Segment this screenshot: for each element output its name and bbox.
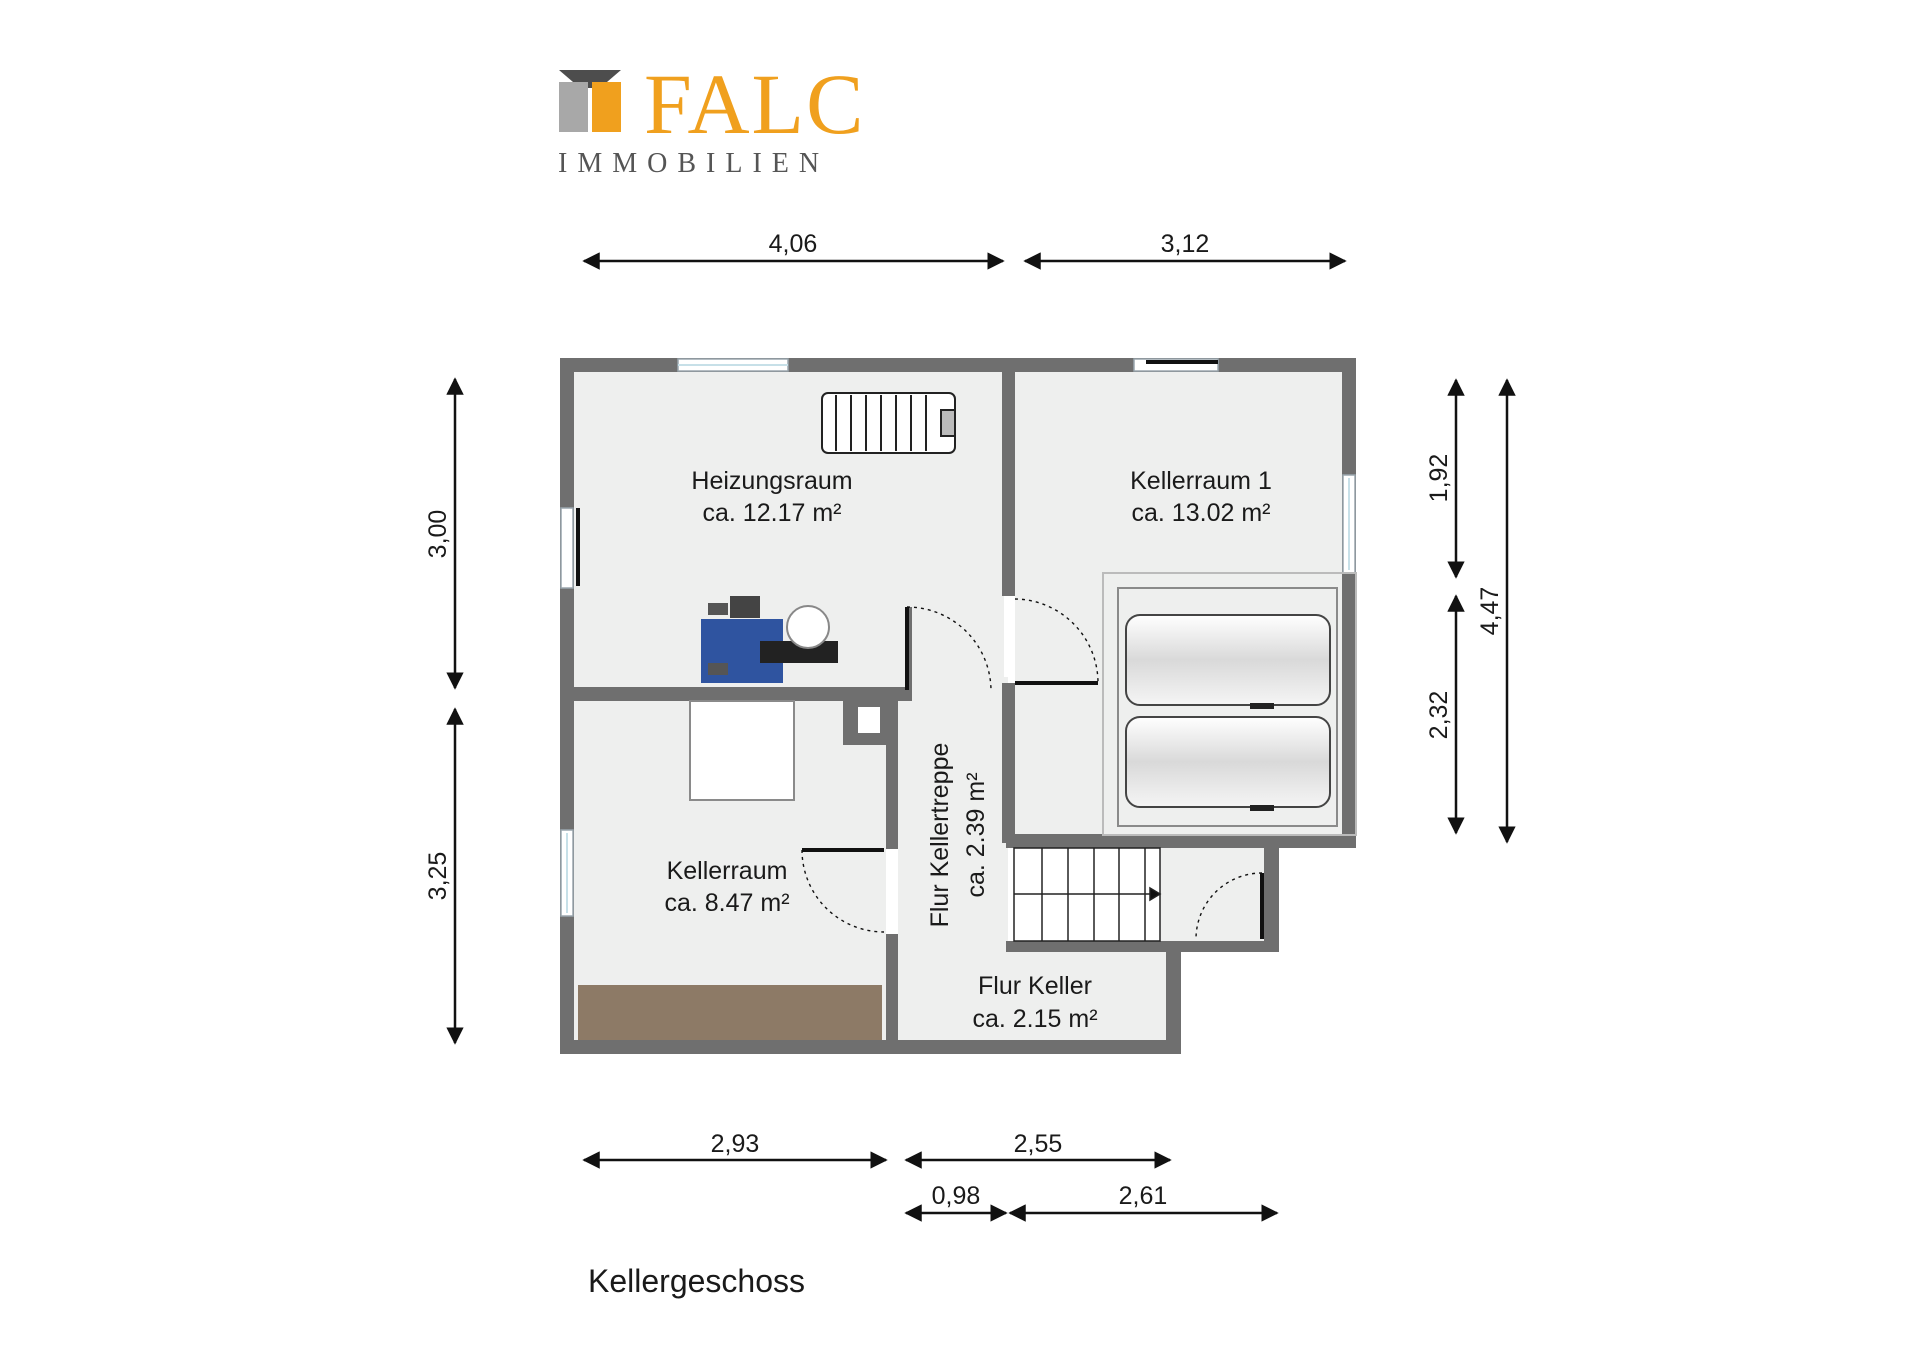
boiler-icon xyxy=(701,596,838,683)
dim-top-left: 4,06 xyxy=(769,230,818,258)
room-name: Heizungsraum xyxy=(691,467,852,495)
room-name: Flur Kellertreppe xyxy=(926,743,954,928)
dim-left-top: 3,00 xyxy=(424,510,452,559)
doors xyxy=(801,598,1264,940)
logo-name: FALC xyxy=(644,56,865,152)
room-keller: Kellerraum ca. 8.47 m² xyxy=(664,857,789,917)
floor-title: Kellergeschoss xyxy=(588,1263,805,1299)
dimension-labels: 4,06 3,12 3,00 3,25 1,92 2,32 4,47 2,93 … xyxy=(424,230,1504,1210)
room-name: Kellerraum 1 xyxy=(1130,467,1272,495)
room-area: ca. 12.17 m² xyxy=(703,499,842,527)
oil-tanks xyxy=(1102,572,1357,836)
tank-icon xyxy=(1125,614,1331,706)
room-area: ca. 2.39 m² xyxy=(962,772,990,897)
room-heizung: Heizungsraum ca. 12.17 m² xyxy=(691,467,852,527)
dim-left-bottom: 3,25 xyxy=(424,852,452,901)
dim-right-upper: 1,92 xyxy=(1425,454,1453,503)
room-name: Flur Keller xyxy=(978,972,1092,1000)
wooden-shelf xyxy=(578,985,882,1041)
logo-mark-icon xyxy=(559,70,621,132)
dimension-lines xyxy=(446,252,1516,1222)
bed-icon xyxy=(689,700,795,801)
dim-right-total: 4,47 xyxy=(1476,587,1504,636)
floor-surfaces xyxy=(574,371,1343,1041)
room-area: ca. 13.02 m² xyxy=(1132,499,1271,527)
room-name: Kellerraum xyxy=(667,857,788,885)
tank-icon xyxy=(1125,716,1331,808)
room-keller1: Kellerraum 1 ca. 13.02 m² xyxy=(1130,467,1272,527)
window-left-heizung xyxy=(560,507,574,589)
room-flur-treppe: Flur Kellertreppe ca. 2.39 m² xyxy=(926,743,990,928)
dim-top-right: 3,12 xyxy=(1161,230,1210,258)
dim-bottom-left: 2,93 xyxy=(711,1130,760,1158)
dim-right-lower: 2,32 xyxy=(1425,691,1453,740)
logo-subtitle: IMMOBILIEN xyxy=(558,148,829,179)
dim-bottom-right: 2,61 xyxy=(1119,1182,1168,1210)
room-area: ca. 2.15 m² xyxy=(972,1005,1097,1033)
staircase xyxy=(1013,847,1162,942)
dim-bottom-mid: 2,55 xyxy=(1014,1130,1063,1158)
windows xyxy=(560,358,1356,917)
room-flur-keller: Flur Keller ca. 2.15 m² xyxy=(972,972,1097,1033)
dim-bottom-small: 0,98 xyxy=(932,1182,981,1210)
radiator-icon xyxy=(821,392,956,454)
room-area: ca. 8.47 m² xyxy=(664,889,789,917)
company-logo: FALC IMMOBILIEN xyxy=(558,56,865,179)
